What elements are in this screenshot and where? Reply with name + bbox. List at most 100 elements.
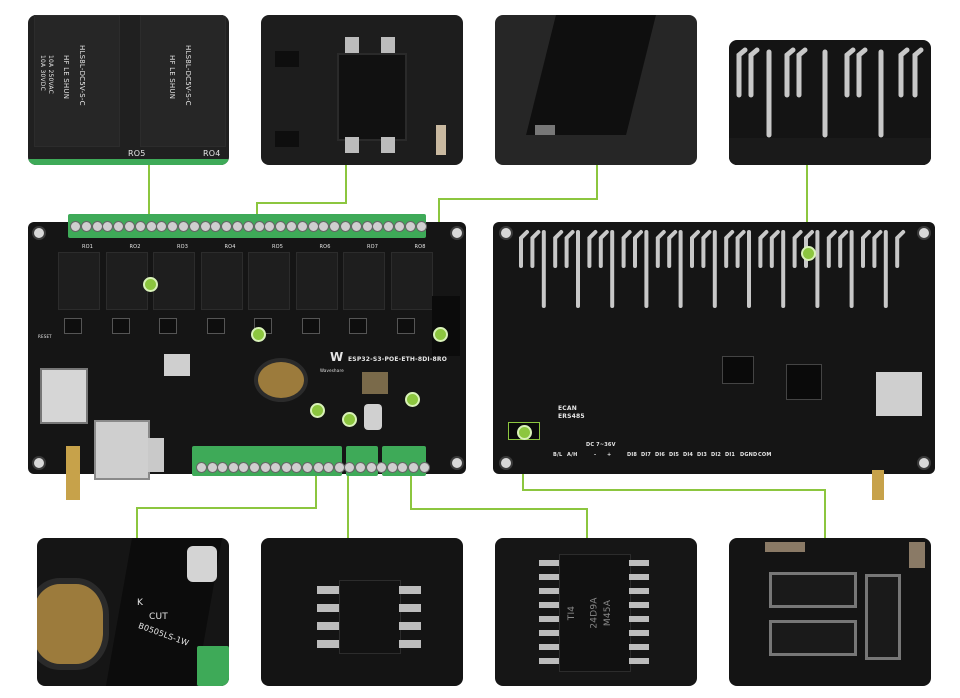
optocoupler: [349, 318, 367, 334]
power-label: DC 7~36V: [586, 442, 616, 448]
callout-dot: [433, 327, 448, 342]
optocoupler: [159, 318, 177, 334]
relay-pin: [655, 230, 666, 268]
terminal-label: COM: [758, 452, 772, 458]
mount-hole: [917, 226, 931, 240]
connector-line: [806, 165, 808, 251]
terminal-strip: [28, 159, 229, 165]
relay-pin: [826, 230, 837, 268]
terminal-screw: [221, 221, 233, 232]
chip-pin: [539, 658, 559, 664]
chip-pin: [399, 604, 421, 612]
relay-brand-text-2: HF LE SHUN: [168, 55, 176, 100]
bus-label-ers485: ERS485: [558, 413, 585, 420]
callout-dot: [143, 277, 158, 292]
coin-cell-closeup: [37, 578, 109, 670]
back-ic: [786, 364, 822, 400]
connector-line: [256, 202, 347, 204]
terminal-screw: [302, 462, 313, 473]
optocoupler: [301, 318, 320, 334]
mount-hole: [499, 226, 513, 240]
mount-hole: [450, 456, 464, 470]
terminal-screw: [124, 221, 135, 232]
callout-dot: [251, 327, 266, 342]
mount-hole: [32, 456, 46, 470]
relay: [105, 252, 148, 310]
chip-pin: [629, 574, 649, 580]
terminal-screw: [383, 221, 395, 232]
brand-logo: W: [330, 350, 344, 364]
terminal-screw: [249, 462, 260, 473]
connector-line: [410, 508, 588, 510]
chip-pin: [629, 630, 649, 636]
capacitor: [364, 404, 382, 430]
chip-pin: [539, 574, 559, 580]
relay-model-text: HLS8L-DC5V-S-C: [78, 45, 86, 106]
inset-dcdc-closeup: K CUT B0505LS-1W: [37, 538, 229, 686]
callout-dot: [517, 425, 532, 440]
relay-pin: [769, 230, 780, 268]
callout-dot: [801, 246, 816, 261]
back-antenna: [872, 470, 884, 500]
terminal-screw: [372, 221, 384, 232]
terminal-screw: [323, 462, 335, 473]
ic-text-2: 24D9A: [589, 597, 600, 629]
mount-hole: [450, 226, 464, 240]
relay: [295, 252, 338, 310]
terminal-label: -: [594, 452, 597, 458]
terminal-label: DI7: [641, 452, 652, 458]
inset-tvs-closeup: [729, 538, 931, 686]
smd-resistor: [765, 542, 805, 552]
relay: [390, 252, 433, 310]
ethernet-jack: [94, 420, 150, 480]
inset-relay-closeup: HF LE SHUN HLS8L-DC5V-S-C 10A 250VAC 10A…: [28, 15, 229, 165]
connector-line: [586, 508, 588, 542]
relay-pin: [872, 230, 883, 268]
terminal-screw: [318, 221, 330, 232]
inset-optocoupler-closeup: [261, 15, 463, 165]
relay-label: RO1: [82, 244, 94, 250]
terminal-screw: [386, 462, 398, 473]
terminal-label: DI3: [697, 452, 708, 458]
dcdc-k-text: K: [137, 598, 144, 608]
relay-pins-svg: [729, 47, 931, 165]
chip-pin: [317, 586, 339, 594]
tssop-chip: [559, 554, 631, 672]
relay-pin: [564, 230, 575, 268]
chip-pin: [629, 560, 649, 566]
chip-pin: [399, 622, 421, 630]
poe-module: [164, 354, 190, 376]
terminal-screw: [167, 221, 179, 232]
relay-label-ro5: RO5: [128, 149, 146, 158]
back-relay-pins: [519, 230, 906, 308]
connector-line: [824, 489, 826, 541]
relay-pin: [587, 230, 598, 268]
dcdc-cut-text: CUT: [149, 612, 168, 622]
terminal-screw: [365, 462, 377, 473]
terminal-screw: [333, 462, 345, 473]
terminal-screw: [376, 462, 388, 473]
terminal-screw: [355, 462, 366, 473]
mount-hole: [32, 226, 46, 240]
terminal-screw: [344, 462, 356, 473]
callout-dot: [310, 403, 325, 418]
optocoupler: [396, 318, 415, 334]
callout-dot: [342, 412, 357, 427]
terminal-label: DI8: [627, 452, 638, 458]
terminal-screw: [91, 221, 103, 232]
terminal-screw: [329, 221, 341, 232]
connector-line: [345, 165, 347, 203]
chip-pin: [317, 604, 339, 612]
relay-pin: [530, 230, 541, 268]
esp32-module: [40, 368, 88, 424]
terminal-screw: [217, 462, 229, 473]
terminal-screw: [394, 221, 405, 232]
relay-label-ro4: RO4: [203, 149, 221, 158]
chip-pin: [539, 616, 559, 622]
tvs-diode: [769, 620, 857, 656]
capacitor-closeup: [187, 546, 217, 582]
relay-rating-dc: 10A 30VDC: [39, 55, 46, 91]
terminal-label: DI6: [655, 452, 666, 458]
relay-pin: [701, 230, 712, 268]
resistor: [436, 125, 446, 155]
